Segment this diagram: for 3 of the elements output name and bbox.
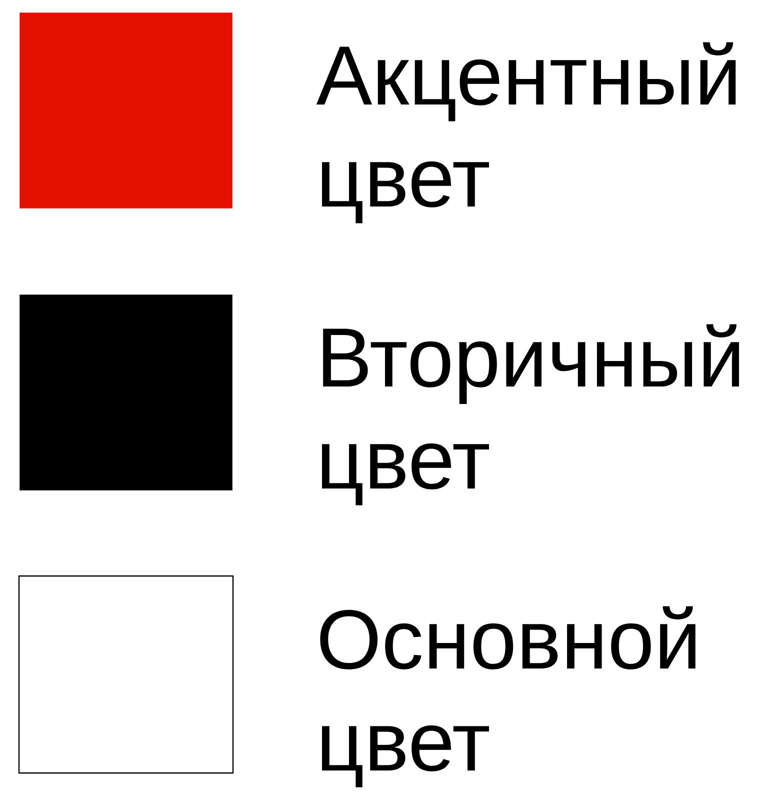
legend-label: Вторичный цвет — [322, 324, 739, 506]
legend-label: Акцентный цвет — [316, 42, 736, 224]
legend-label: Основной цвет — [320, 606, 696, 788]
